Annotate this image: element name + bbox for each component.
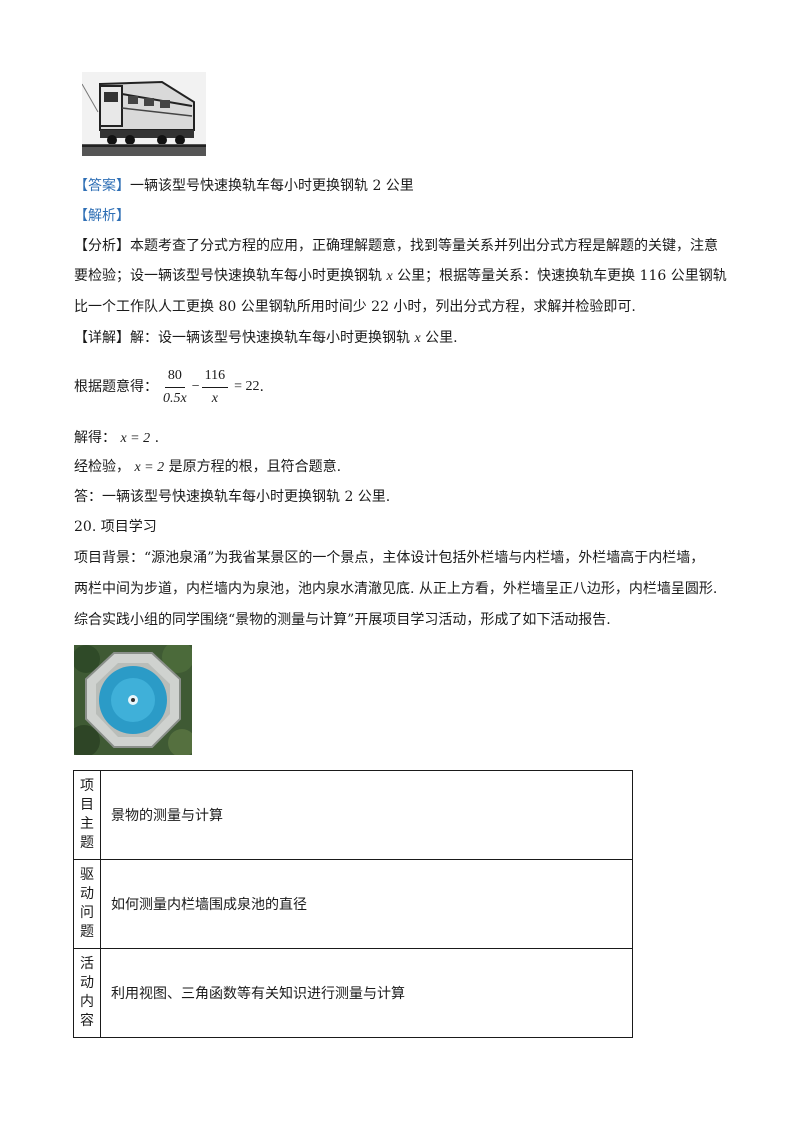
q20-background-3: 综合实践小组的同学围绕“景物的测量与计算”开展项目学习活动，形成了如下活动报告. [74, 612, 611, 628]
fenxi-tag: 【分析】 [74, 238, 130, 254]
xiangjie-text-b: 公里. [425, 330, 458, 346]
table-row: 驱动问题 如何测量内栏墙围成泉池的直径 [73, 859, 633, 949]
xiangjie-text-a: 解：设一辆该型号快速换轨车每小时更换钢轨 [130, 330, 410, 346]
row-content-topic: 景物的测量与计算 [100, 770, 633, 860]
minus-sign: − [191, 379, 200, 394]
analysis-tag: 【解析】 [74, 208, 130, 224]
check-line: 经检验， x = 2 是原方程的根，且符合题意. [74, 457, 341, 478]
fenxi-var: x [386, 269, 393, 284]
fraction-1-denominator: 0.5x [163, 390, 187, 406]
q20-background-2: 两栏中间为步道，内栏墙内为泉池，池内泉水清澈见底. 从正上方看，外栏墙呈正八边形… [74, 581, 718, 597]
fraction-1-numerator: 80 [164, 367, 185, 388]
check-lead: 经检验， [74, 459, 130, 475]
fenxi-text-3: 比一个工作队人工更换 80 公里钢轨所用时间少 22 小时，列出分式方程，求解并… [74, 299, 636, 315]
fraction-2: 116 x [201, 367, 229, 408]
solve-lead: 解得： [74, 430, 116, 446]
check-expr: x = 2 [134, 460, 165, 475]
solve-end: . [154, 430, 160, 446]
check-rest: 是原方程的根，且符合题意. [168, 459, 342, 475]
answer-tag: 【答案】 [74, 178, 130, 194]
fraction-2-denominator: x [211, 390, 218, 406]
fenxi-line-3: 比一个工作队人工更换 80 公里钢轨所用时间少 22 小时，列出分式方程，求解并… [74, 297, 636, 317]
equation-end: . [259, 379, 264, 395]
xiangjie-tag: 【详解】 [74, 330, 130, 346]
row-label-activity: 活动内容 [73, 948, 101, 1038]
table-row: 项目主题 景物的测量与计算 [73, 770, 633, 860]
xiangjie-var: x [414, 331, 421, 346]
analysis-tag-line: 【解析】 [74, 206, 130, 226]
train-image [81, 72, 206, 156]
solve-line: 解得： x = 2 . [74, 428, 159, 449]
fenxi-text-2a: 要检验；设一辆该型号快速换轨车每小时更换钢轨 [74, 268, 382, 284]
equation-lead: 根据题意得： [74, 379, 158, 395]
answer-text: 一辆该型号快速换轨车每小时更换钢轨 2 公里 [130, 178, 414, 194]
row-label-text: 驱动问题 [80, 867, 94, 940]
final-answer: 答：一辆该型号快速换轨车每小时更换钢轨 2 公里. [74, 489, 391, 505]
row-label-text: 活动内容 [80, 956, 94, 1029]
xiangjie-line: 【详解】解：设一辆该型号快速换轨车每小时更换钢轨 x 公里. [74, 328, 458, 349]
q20-title: 20. 项目学习 [74, 519, 157, 535]
row-content-question: 如何测量内栏墙围成泉池的直径 [100, 859, 633, 949]
equation-line: 根据题意得： 80 0.5x − 116 x = 22 . [74, 365, 264, 409]
fenxi-text-1: 本题考查了分式方程的应用，正确理解题意，找到等量关系并列出分式方程是解题的关键，… [130, 238, 718, 254]
equation-rhs: = 22 [234, 379, 260, 394]
fenxi-line-2: 要检验；设一辆该型号快速换轨车每小时更换钢轨 x 公里；根据等量关系：快速换轨车… [74, 266, 727, 287]
activity-report-table: 项目主题 景物的测量与计算 驱动问题 如何测量内栏墙围成泉池的直径 活动内容 利… [73, 770, 633, 1038]
fraction-1: 80 0.5x [160, 367, 190, 408]
row-label-question: 驱动问题 [73, 859, 101, 949]
fraction-2-numerator: 116 [201, 367, 229, 388]
q20-background-1: 项目背景：“源池泉涌”为我省某景区的一个景点，主体设计包括外栏墙与内栏墙，外栏墙… [74, 550, 705, 566]
row-content-activity: 利用视图、三角函数等有关知识进行测量与计算 [100, 948, 633, 1038]
row-label-text: 项目主题 [80, 778, 94, 851]
fountain-aerial-image [68, 641, 196, 757]
answer-line: 【答案】一辆该型号快速换轨车每小时更换钢轨 2 公里 [74, 176, 414, 196]
row-label-topic: 项目主题 [73, 770, 101, 860]
fenxi-line-1: 【分析】本题考查了分式方程的应用，正确理解题意，找到等量关系并列出分式方程是解题… [74, 236, 718, 256]
fenxi-text-2b: 公里；根据等量关系：快速换轨车更换 116 公里钢轨 [397, 268, 727, 284]
table-row: 活动内容 利用视图、三角函数等有关知识进行测量与计算 [73, 948, 633, 1038]
solve-expr: x = 2 [120, 431, 151, 446]
